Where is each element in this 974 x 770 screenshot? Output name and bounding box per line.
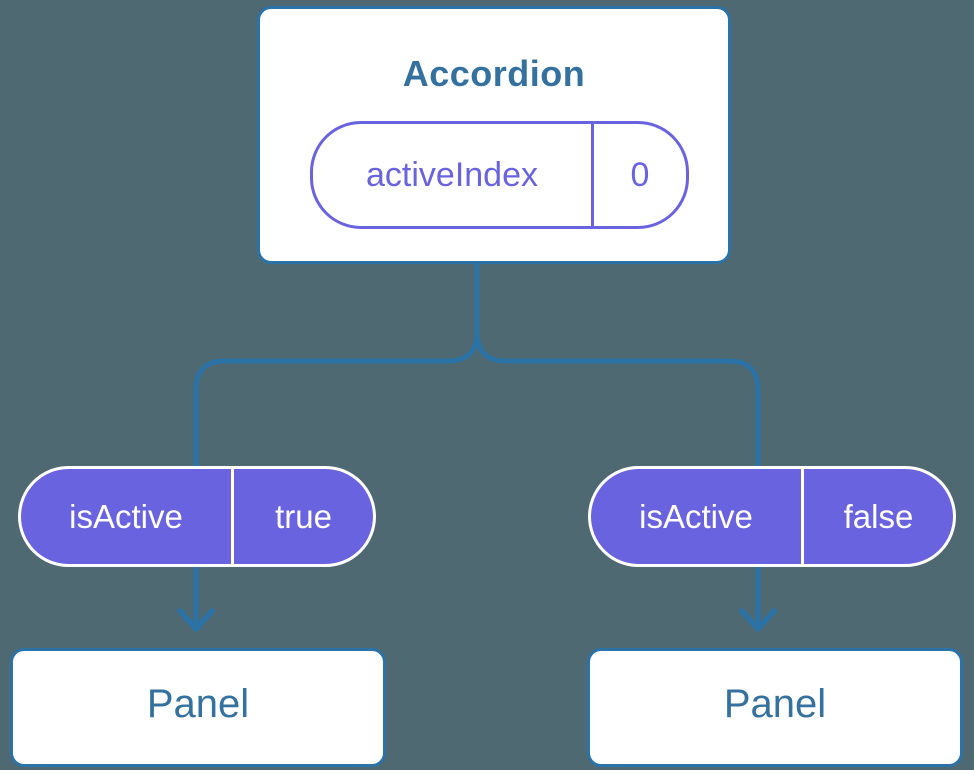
state-pill-value: 0 xyxy=(630,156,650,194)
state-pill-divider xyxy=(591,124,594,226)
accordion-node-title: Accordion xyxy=(402,53,586,94)
prop-pill-label: isActive xyxy=(639,498,753,535)
connector-right-branch xyxy=(474,262,761,626)
state-pill-label: activeIndex xyxy=(366,156,538,194)
connector-left-branch xyxy=(193,262,480,626)
prop-pill-value: false xyxy=(843,498,914,535)
prop-pill-label: isActive xyxy=(69,498,183,535)
state-pill-activeindex: activeIndex 0 xyxy=(310,121,689,229)
prop-pill-isactive-false: isActive false xyxy=(588,466,956,567)
prop-pill-divider xyxy=(231,469,234,564)
accordion-node: Accordion activeIndex 0 xyxy=(257,6,731,264)
arrowhead-left-icon xyxy=(177,608,215,632)
panel-node-left: Panel xyxy=(10,648,386,767)
prop-pill-value: true xyxy=(275,498,332,535)
panel-node-title: Panel xyxy=(146,681,250,726)
arrowhead-right-icon xyxy=(739,608,777,632)
prop-pill-isactive-true: isActive true xyxy=(18,466,376,567)
panel-node-title: Panel xyxy=(723,681,827,726)
prop-pill-divider xyxy=(801,469,804,564)
panel-node-right: Panel xyxy=(587,648,963,767)
